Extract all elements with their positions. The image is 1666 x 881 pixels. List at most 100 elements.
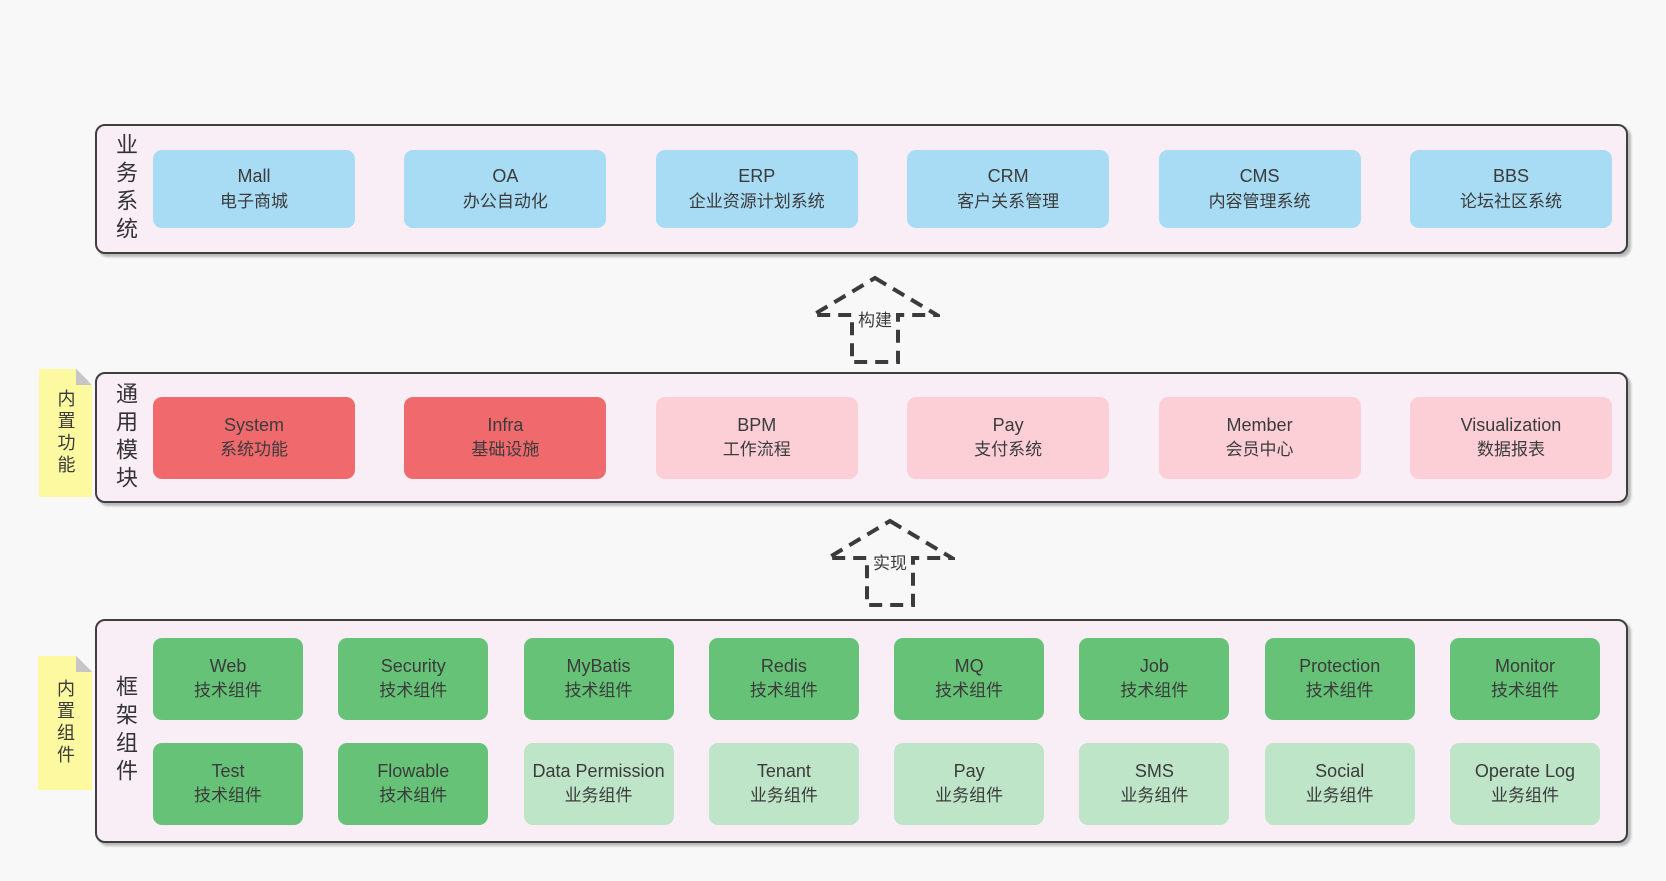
box-desc: 支付系统 xyxy=(974,440,1043,460)
box-desc: 技术组件 xyxy=(1490,681,1559,701)
framework-components-grid: Web 技术组件 Security 技术组件 MyBatis 技术组件 Redi… xyxy=(153,621,1600,841)
box-desc: 办公自动化 xyxy=(462,191,548,211)
panel-title: 框架组件 xyxy=(113,675,138,787)
box-desc: 业务组件 xyxy=(1120,786,1189,806)
box-cms: CMS 内容管理系统 xyxy=(1158,150,1361,228)
up-arrow-icon xyxy=(810,275,940,364)
box-pay-component: Pay 业务组件 xyxy=(894,742,1045,825)
box-bbs: BBS 论坛社区系统 xyxy=(1409,150,1612,228)
box-sms: SMS 业务组件 xyxy=(1079,742,1230,825)
box-operate-log: Operate Log 业务组件 xyxy=(1449,742,1600,825)
folded-corner-icon xyxy=(76,369,92,385)
box-name: Job xyxy=(1139,655,1169,676)
box-desc: 电子商城 xyxy=(220,191,288,211)
box-name: Member xyxy=(1226,414,1293,435)
box-name: System xyxy=(223,414,284,435)
box-bpm: BPM 工作流程 xyxy=(655,396,858,479)
implement-arrow: 实现 xyxy=(825,517,955,609)
folded-corner-icon xyxy=(76,656,92,672)
sticky-label: 内置功能 xyxy=(55,389,76,477)
box-flowable: Flowable 技术组件 xyxy=(338,742,489,825)
build-arrow: 构建 xyxy=(810,274,940,366)
box-erp: ERP 企业资源计划系统 xyxy=(655,150,858,228)
box-name: CMS xyxy=(1239,166,1280,187)
box-name: Infra xyxy=(487,414,524,435)
common-modules-panel: 通用模块 System 系统功能 Infra 基础设施 BPM 工作流程 Pay… xyxy=(95,372,1628,503)
box-redis: Redis 技术组件 xyxy=(708,637,859,720)
panel-label-column: 通用模块 xyxy=(97,374,153,501)
box-name: Data Permission xyxy=(532,760,665,781)
box-desc: 业务组件 xyxy=(749,786,818,806)
box-desc: 业务组件 xyxy=(935,786,1004,806)
box-desc: 技术组件 xyxy=(194,786,262,806)
box-desc: 技术组件 xyxy=(194,681,262,701)
box-name: Flowable xyxy=(377,760,450,781)
business-systems-row: Mall 电子商城 OA 办公自动化 ERP 企业资源计划系统 CRM 客户关系… xyxy=(153,126,1612,252)
box-name: OA xyxy=(492,166,519,187)
box-desc: 技术组件 xyxy=(564,681,633,701)
box-data-permission: Data Permission 业务组件 xyxy=(523,742,674,825)
arrow-label: 实现 xyxy=(870,548,910,575)
box-desc: 技术组件 xyxy=(1120,681,1189,701)
box-name: Mall xyxy=(237,166,271,187)
box-desc: 业务组件 xyxy=(564,786,633,806)
box-name: Web xyxy=(209,655,247,676)
box-desc: 工作流程 xyxy=(722,440,791,460)
box-pay-module: Pay 支付系统 xyxy=(907,396,1110,479)
business-systems-panel: 业务系统 Mall 电子商城 OA 办公自动化 ERP 企业资源计划系统 CRM… xyxy=(95,124,1628,254)
box-desc: 业务组件 xyxy=(1490,786,1559,806)
box-desc: 技术组件 xyxy=(1305,681,1374,701)
box-desc: 技术组件 xyxy=(379,786,448,806)
sticky-built-in-features: 内置功能 xyxy=(39,369,92,497)
box-infra: Infra 基础设施 xyxy=(404,396,607,479)
box-name: Pay xyxy=(953,760,985,781)
box-mq: MQ 技术组件 xyxy=(894,637,1045,720)
box-name: BBS xyxy=(1492,166,1529,187)
framework-components-panel: 框架组件 Web 技术组件 Security 技术组件 MyBatis 技术组件… xyxy=(95,619,1628,843)
box-desc: 业务组件 xyxy=(1305,786,1374,806)
box-desc: 技术组件 xyxy=(749,681,818,701)
box-security: Security 技术组件 xyxy=(338,637,489,720)
box-web: Web 技术组件 xyxy=(153,637,303,720)
panel-label-column: 框架组件 xyxy=(97,621,153,841)
box-desc: 技术组件 xyxy=(379,681,448,701)
box-desc: 系统功能 xyxy=(220,440,288,460)
box-name: Security xyxy=(380,655,446,676)
box-mall: Mall 电子商城 xyxy=(153,150,355,228)
box-test: Test 技术组件 xyxy=(153,742,303,825)
panel-title: 通用模块 xyxy=(113,381,138,494)
box-name: Protection xyxy=(1299,655,1381,676)
box-name: Redis xyxy=(760,655,807,676)
box-protection: Protection 技术组件 xyxy=(1264,637,1415,720)
up-arrow-icon xyxy=(825,518,955,607)
box-name: Test xyxy=(211,760,245,781)
box-name: SMS xyxy=(1134,760,1174,781)
box-mybatis: MyBatis 技术组件 xyxy=(523,637,674,720)
box-tenant: Tenant 业务组件 xyxy=(708,742,859,825)
common-modules-row: System 系统功能 Infra 基础设施 BPM 工作流程 Pay 支付系统… xyxy=(153,374,1612,501)
box-desc: 客户关系管理 xyxy=(957,191,1060,211)
panel-label-column: 业务系统 xyxy=(97,126,153,252)
box-desc: 企业资源计划系统 xyxy=(688,191,825,211)
box-job: Job 技术组件 xyxy=(1079,637,1230,720)
box-name: Visualization xyxy=(1460,414,1562,435)
box-name: Monitor xyxy=(1494,655,1555,676)
box-system: System 系统功能 xyxy=(153,396,355,479)
box-desc: 技术组件 xyxy=(935,681,1004,701)
arrow-label: 构建 xyxy=(855,305,895,332)
box-member: Member 会员中心 xyxy=(1158,396,1361,479)
box-desc: 论坛社区系统 xyxy=(1459,191,1562,211)
box-name: Tenant xyxy=(756,760,811,781)
box-name: MQ xyxy=(954,655,984,676)
box-desc: 基础设施 xyxy=(471,440,540,460)
box-monitor: Monitor 技术组件 xyxy=(1449,637,1600,720)
box-name: MyBatis xyxy=(566,655,631,676)
box-crm: CRM 客户关系管理 xyxy=(907,150,1110,228)
box-name: Operate Log xyxy=(1474,760,1575,781)
box-name: ERP xyxy=(738,166,776,187)
box-name: BPM xyxy=(737,414,777,435)
box-name: CRM xyxy=(987,166,1029,187)
box-oa: OA 办公自动化 xyxy=(404,150,607,228)
sticky-label: 内置组件 xyxy=(55,679,75,767)
